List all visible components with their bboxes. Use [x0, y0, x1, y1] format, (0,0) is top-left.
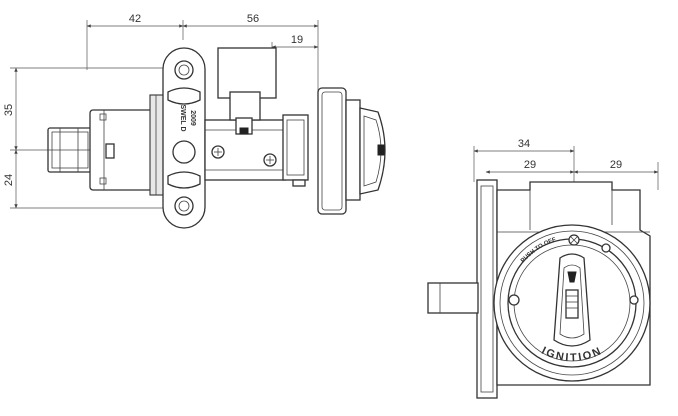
- plate-label-1: SWEL D: [179, 104, 186, 131]
- front-bezel: [317, 87, 386, 215]
- dim-label-step: 19: [291, 34, 303, 46]
- dim-label-upper: 35: [3, 104, 15, 116]
- position-marker-right: [629, 295, 639, 305]
- switch-body: [204, 47, 309, 187]
- dim-front-group: 34 29 29: [473, 138, 659, 190]
- front-mount-plate: [427, 179, 498, 399]
- dim-label-left: 29: [524, 159, 536, 171]
- dim-label-rear: 56: [247, 13, 259, 25]
- dim-label-flange: 42: [129, 13, 141, 25]
- position-marker-left: [508, 294, 520, 306]
- dim-label-total: 34: [518, 138, 530, 150]
- plate-label-2: 2009: [189, 110, 196, 126]
- position-marker-acc: [601, 243, 611, 253]
- connector-plug: [47, 127, 94, 173]
- ignition-knob[interactable]: [553, 253, 591, 347]
- rear-housing: [89, 94, 165, 196]
- dim-left-group: 35 24: [3, 67, 165, 209]
- dim-label-right: 29: [610, 159, 622, 171]
- dim-label-lower: 24: [3, 174, 15, 186]
- side-view: 42 56 19 35 24: [3, 13, 386, 229]
- front-view: 34 29 29: [427, 138, 659, 399]
- dim-top-group: 42 56 19: [86, 13, 319, 90]
- mounting-plate: SWEL D 2009: [162, 47, 206, 229]
